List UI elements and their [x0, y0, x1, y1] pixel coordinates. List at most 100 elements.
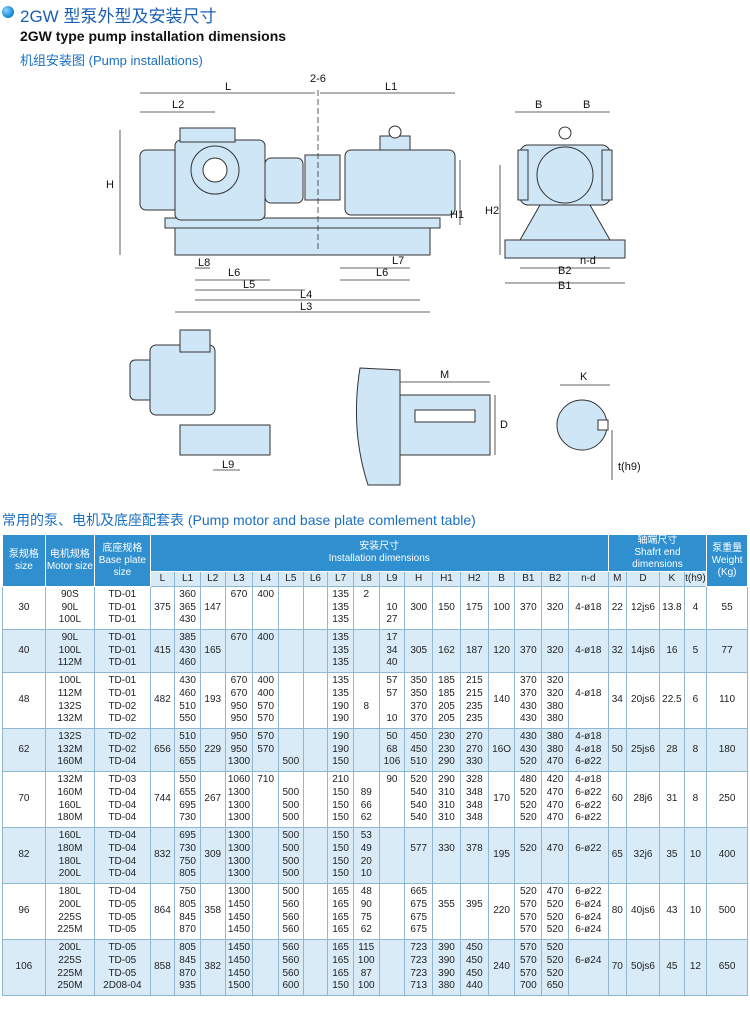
cell-b: 16O [487, 728, 516, 772]
cell-h2: 378 [459, 827, 489, 884]
cell-size: 106 [2, 939, 46, 996]
cell-b1: 520 [514, 827, 543, 884]
cell-b: 170 [487, 771, 516, 828]
cell-l6 [302, 728, 329, 772]
shaft-shoulder [355, 367, 401, 486]
cell-k: 22.5 [659, 672, 685, 729]
label-H2: H2 [485, 205, 499, 217]
cell-l2: 382 [199, 939, 226, 996]
cell-h1: 150 [432, 586, 461, 630]
cell-l5 [278, 672, 304, 729]
cell-l4: 400 [252, 586, 280, 630]
cell-weight: 77 [706, 629, 748, 673]
column-header: M [607, 571, 627, 587]
cell-l8: 8 [352, 672, 380, 729]
cell-l4 [252, 827, 280, 884]
cell-l: 415 [149, 629, 176, 673]
cell-l5: 500 [278, 728, 304, 772]
base-top [164, 217, 441, 229]
cell-l9 [378, 827, 406, 884]
cell-size: 48 [2, 672, 46, 729]
column-header: K [659, 571, 685, 587]
cell-b: 220 [487, 883, 516, 940]
label-B2: B2 [558, 265, 571, 277]
cell-l9 [378, 883, 406, 940]
column-header: L8 [352, 571, 380, 587]
cell-l5 [278, 586, 304, 630]
cell-k: 28 [659, 728, 685, 772]
column-header: B1 [514, 571, 543, 587]
page-title: 2GW 型泵外型及安装尺寸 [20, 7, 217, 26]
cell-t: 5 [683, 629, 708, 673]
cell-nd: 4-ø18 [567, 629, 609, 673]
label-B-right: B [583, 99, 590, 111]
label-L: L [225, 81, 231, 93]
cell-nd: 4-ø18 [567, 672, 609, 729]
label-th9: t(h9) [618, 461, 641, 473]
cell-t: 4 [683, 586, 708, 630]
cell-h: 577 [404, 827, 434, 884]
bearing-housing [264, 157, 304, 204]
cell-nd: 4-ø18 [567, 586, 609, 630]
cell-l6 [302, 883, 329, 940]
cell-l2: 229 [199, 728, 226, 772]
cell-l2: 309 [199, 827, 226, 884]
cell-m: 70 [607, 939, 627, 996]
label-L6a: L6 [228, 267, 240, 279]
base-plate [174, 224, 431, 256]
cell-l4: 400 [252, 629, 280, 673]
label-H1: H1 [450, 209, 464, 221]
cell-d: 14js6 [625, 629, 661, 673]
cell-t: 6 [683, 672, 708, 729]
cell-size: 70 [2, 771, 46, 828]
cell-h1: 330 [432, 827, 461, 884]
cell-t: 12 [683, 939, 708, 996]
column-header: B [487, 571, 516, 587]
cell-nd: 6-ø22 [567, 827, 609, 884]
column-header: H1 [432, 571, 461, 587]
cell-l8 [352, 629, 380, 673]
column-header: L5 [278, 571, 304, 587]
cell-size: 62 [2, 728, 46, 772]
cell-m: 80 [607, 883, 627, 940]
label-K: K [580, 371, 588, 383]
cell-l6 [302, 629, 329, 673]
label-L8: L8 [198, 257, 210, 269]
